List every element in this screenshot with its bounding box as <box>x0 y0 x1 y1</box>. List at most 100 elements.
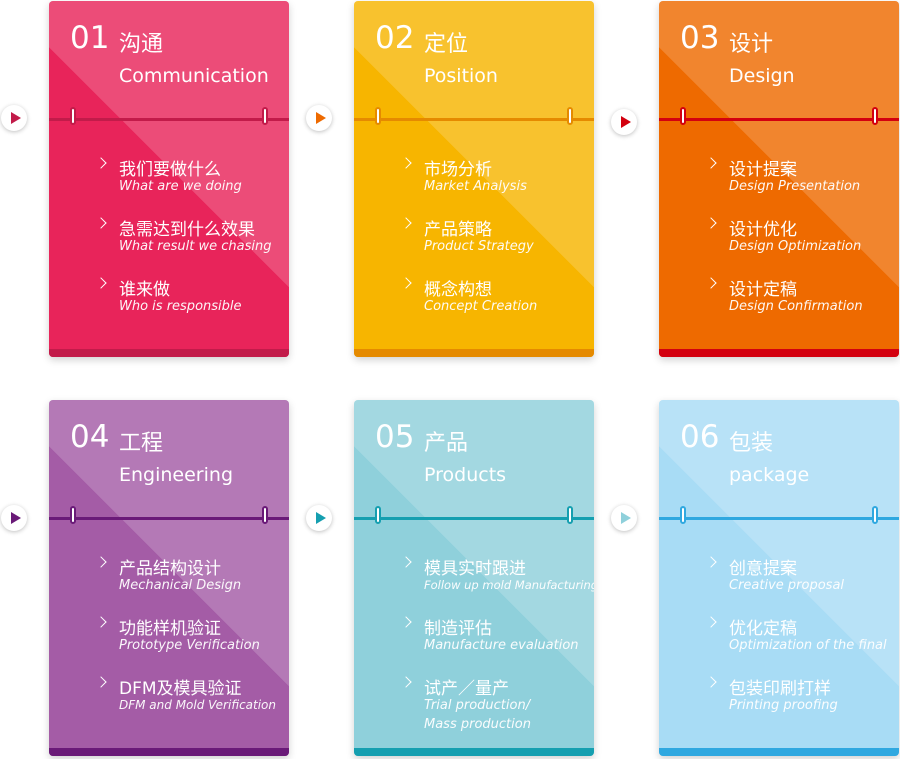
step-number: 01 <box>70 20 110 56</box>
card-base <box>659 748 899 756</box>
card-shine <box>49 400 289 756</box>
item-title-en: Market Analysis <box>424 179 527 194</box>
step-title-zh: 包装 <box>729 431 774 456</box>
triangle-icon <box>316 512 326 524</box>
binder-ring-icon <box>262 107 268 125</box>
card-shine <box>354 400 594 756</box>
item-title-en: Follow up mold Manufacturing <box>424 578 594 592</box>
item-title-zh: 市场分析 <box>424 160 492 180</box>
triangle-icon <box>316 112 326 124</box>
item-title-zh: 产品结构设计 <box>119 559 221 579</box>
card-base <box>354 349 594 357</box>
play-icon-6[interactable] <box>611 505 637 531</box>
item-title-en: What are we doing <box>119 179 242 194</box>
item-title-zh: 设计优化 <box>729 220 797 240</box>
binder-ring-icon <box>70 107 76 125</box>
play-icon-3[interactable] <box>611 109 637 135</box>
item-title-en: Manufacture evaluation <box>424 638 579 653</box>
item-title-en: Creative proposal <box>729 578 845 593</box>
item-title-en: Who is responsible <box>119 299 242 314</box>
binder-rail <box>354 517 594 520</box>
step-title-en: Products <box>424 464 507 486</box>
binder-ring-icon <box>872 506 878 524</box>
step-title-en: Communication <box>119 65 269 87</box>
step-number: 03 <box>680 20 720 56</box>
step-title-en: Engineering <box>119 464 233 486</box>
item-title-en: Mechanical Design <box>119 578 242 593</box>
item-title-zh: 模具实时跟进 <box>424 559 526 579</box>
step-title-zh: 产品 <box>424 431 469 456</box>
item-title-zh: 概念构想 <box>424 280 492 300</box>
binder-ring-icon <box>567 107 573 125</box>
item-title-en: What result we chasing <box>119 239 272 254</box>
item-title-en: Concept Creation <box>424 299 538 314</box>
step-title-zh: 设计 <box>729 32 774 57</box>
play-icon-2[interactable] <box>306 105 332 131</box>
item-title-zh: 产品策略 <box>424 220 492 240</box>
play-icon-5[interactable] <box>306 505 332 531</box>
step-title-zh: 定位 <box>424 32 469 57</box>
item-title-en-line2: Mass production <box>424 717 531 732</box>
play-icon-4[interactable] <box>1 505 27 531</box>
card-shine <box>659 400 899 756</box>
item-title-en: Product Strategy <box>424 239 534 254</box>
item-title-zh: 创意提案 <box>729 559 797 579</box>
item-title-en: Design Optimization <box>729 239 862 254</box>
card-shine <box>49 1 289 357</box>
card-base <box>354 748 594 756</box>
item-title-en: DFM and Mold Verification <box>119 698 277 712</box>
binder-ring-icon <box>680 107 686 125</box>
item-title-zh: 急需达到什么效果 <box>119 220 255 240</box>
step-number: 06 <box>680 419 720 455</box>
item-title-zh: 我们要做什么 <box>119 160 221 180</box>
item-title-zh: 制造评估 <box>424 619 492 639</box>
item-title-zh: 包装印刷打样 <box>729 679 831 699</box>
triangle-icon <box>621 512 631 524</box>
step-title-en: Position <box>424 65 498 87</box>
step-title-en: Design <box>729 65 795 87</box>
item-title-zh: 设计提案 <box>729 160 797 180</box>
item-title-zh: 设计定稿 <box>729 280 797 300</box>
card-shine <box>659 1 899 357</box>
step-title-en: package <box>729 464 810 486</box>
binder-ring-icon <box>375 506 381 524</box>
binder-rail <box>659 118 899 121</box>
item-title-en: Prototype Verification <box>119 638 260 653</box>
binder-rail <box>659 517 899 520</box>
item-title-zh: 谁来做 <box>119 280 170 300</box>
item-title-zh: 试产／量产 <box>424 679 509 699</box>
card-base <box>49 349 289 357</box>
item-title-zh: DFM及模具验证 <box>119 679 242 699</box>
item-title-en: Trial production/ <box>424 698 531 713</box>
card-shine <box>354 1 594 357</box>
binder-rail <box>49 517 289 520</box>
binder-ring-icon <box>680 506 686 524</box>
step-number: 04 <box>70 419 110 455</box>
binder-rail <box>49 118 289 121</box>
step-number: 05 <box>375 419 415 455</box>
card-base <box>49 748 289 756</box>
triangle-icon <box>621 116 631 128</box>
item-title-en: Design Presentation <box>729 179 861 194</box>
item-title-zh: 优化定稿 <box>729 619 797 639</box>
step-title-zh: 沟通 <box>119 32 164 57</box>
play-icon-1[interactable] <box>1 105 27 131</box>
step-title-zh: 工程 <box>119 431 164 456</box>
item-title-en: Printing proofing <box>729 698 838 713</box>
binder-ring-icon <box>375 107 381 125</box>
binder-ring-icon <box>872 107 878 125</box>
triangle-icon <box>11 112 21 124</box>
triangle-icon <box>11 512 21 524</box>
binder-ring-icon <box>70 506 76 524</box>
binder-rail <box>354 118 594 121</box>
binder-ring-icon <box>567 506 573 524</box>
item-title-en: Optimization of the final <box>729 638 887 653</box>
binder-ring-icon <box>262 506 268 524</box>
item-title-en: Design Confirmation <box>729 299 863 314</box>
